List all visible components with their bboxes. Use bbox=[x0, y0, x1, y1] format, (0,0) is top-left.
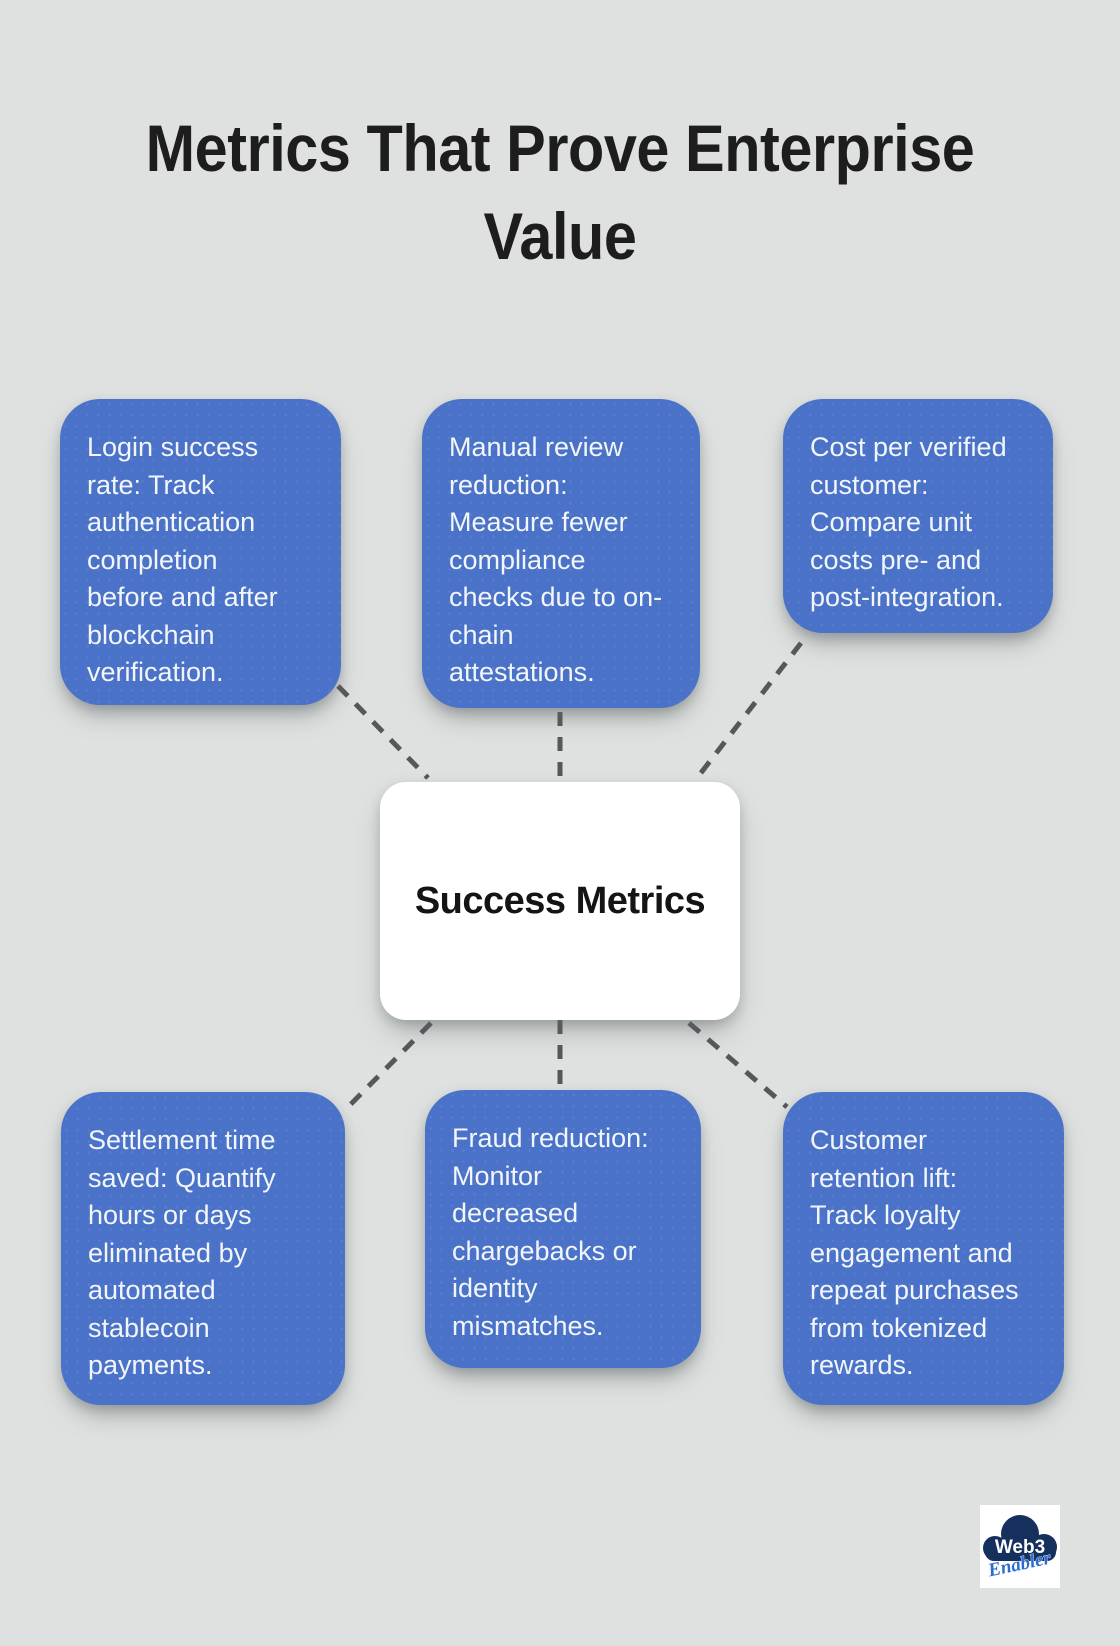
metric-node-text: Login success rate: Track authentication… bbox=[87, 432, 278, 687]
metric-node-text: Customer retention lift: Track loyalty e… bbox=[810, 1125, 1019, 1380]
page-title-line-1: Metrics That Prove Enterprise bbox=[145, 111, 975, 185]
web3-enabler-logo: Web3 Enabler bbox=[980, 1505, 1060, 1588]
metric-node-cost-per-verified-customer: Cost per verified customer: Compare unit… bbox=[783, 399, 1053, 633]
logo-brand-name: Web3 bbox=[995, 1537, 1045, 1558]
metric-node-text: Fraud reduction: Monitor decreased charg… bbox=[452, 1123, 649, 1341]
connector-bottom-right bbox=[687, 1021, 789, 1109]
metric-node-manual-review-reduction: Manual review reduction: Measure fewer c… bbox=[422, 399, 700, 708]
metric-node-customer-retention-lift: Customer retention lift: Track loyalty e… bbox=[783, 1092, 1064, 1405]
metric-node-login-success-rate: Login success rate: Track authentication… bbox=[60, 399, 341, 705]
center-node-label: Success Metrics bbox=[414, 879, 706, 922]
connector-bottom-left bbox=[345, 1021, 433, 1110]
cloud-logo-icon: Web3 Enabler bbox=[983, 1515, 1057, 1582]
metric-node-text: Cost per verified customer: Compare unit… bbox=[810, 432, 1007, 612]
cloud-icon bbox=[983, 1515, 1057, 1561]
page-title-line-2: Value bbox=[483, 199, 637, 273]
connector-top-right bbox=[695, 641, 803, 780]
page-title: Metrics That Prove Enterprise Value bbox=[0, 104, 1120, 280]
center-node: Success Metrics bbox=[380, 782, 740, 1020]
metric-node-text: Manual review reduction: Measure fewer c… bbox=[449, 432, 663, 687]
metric-node-fraud-reduction: Fraud reduction: Monitor decreased charg… bbox=[425, 1090, 701, 1368]
connector-top-left bbox=[336, 684, 430, 780]
metric-node-settlement-time-saved: Settlement time saved: Quantify hours or… bbox=[61, 1092, 345, 1405]
metric-node-text: Settlement time saved: Quantify hours or… bbox=[88, 1125, 276, 1380]
